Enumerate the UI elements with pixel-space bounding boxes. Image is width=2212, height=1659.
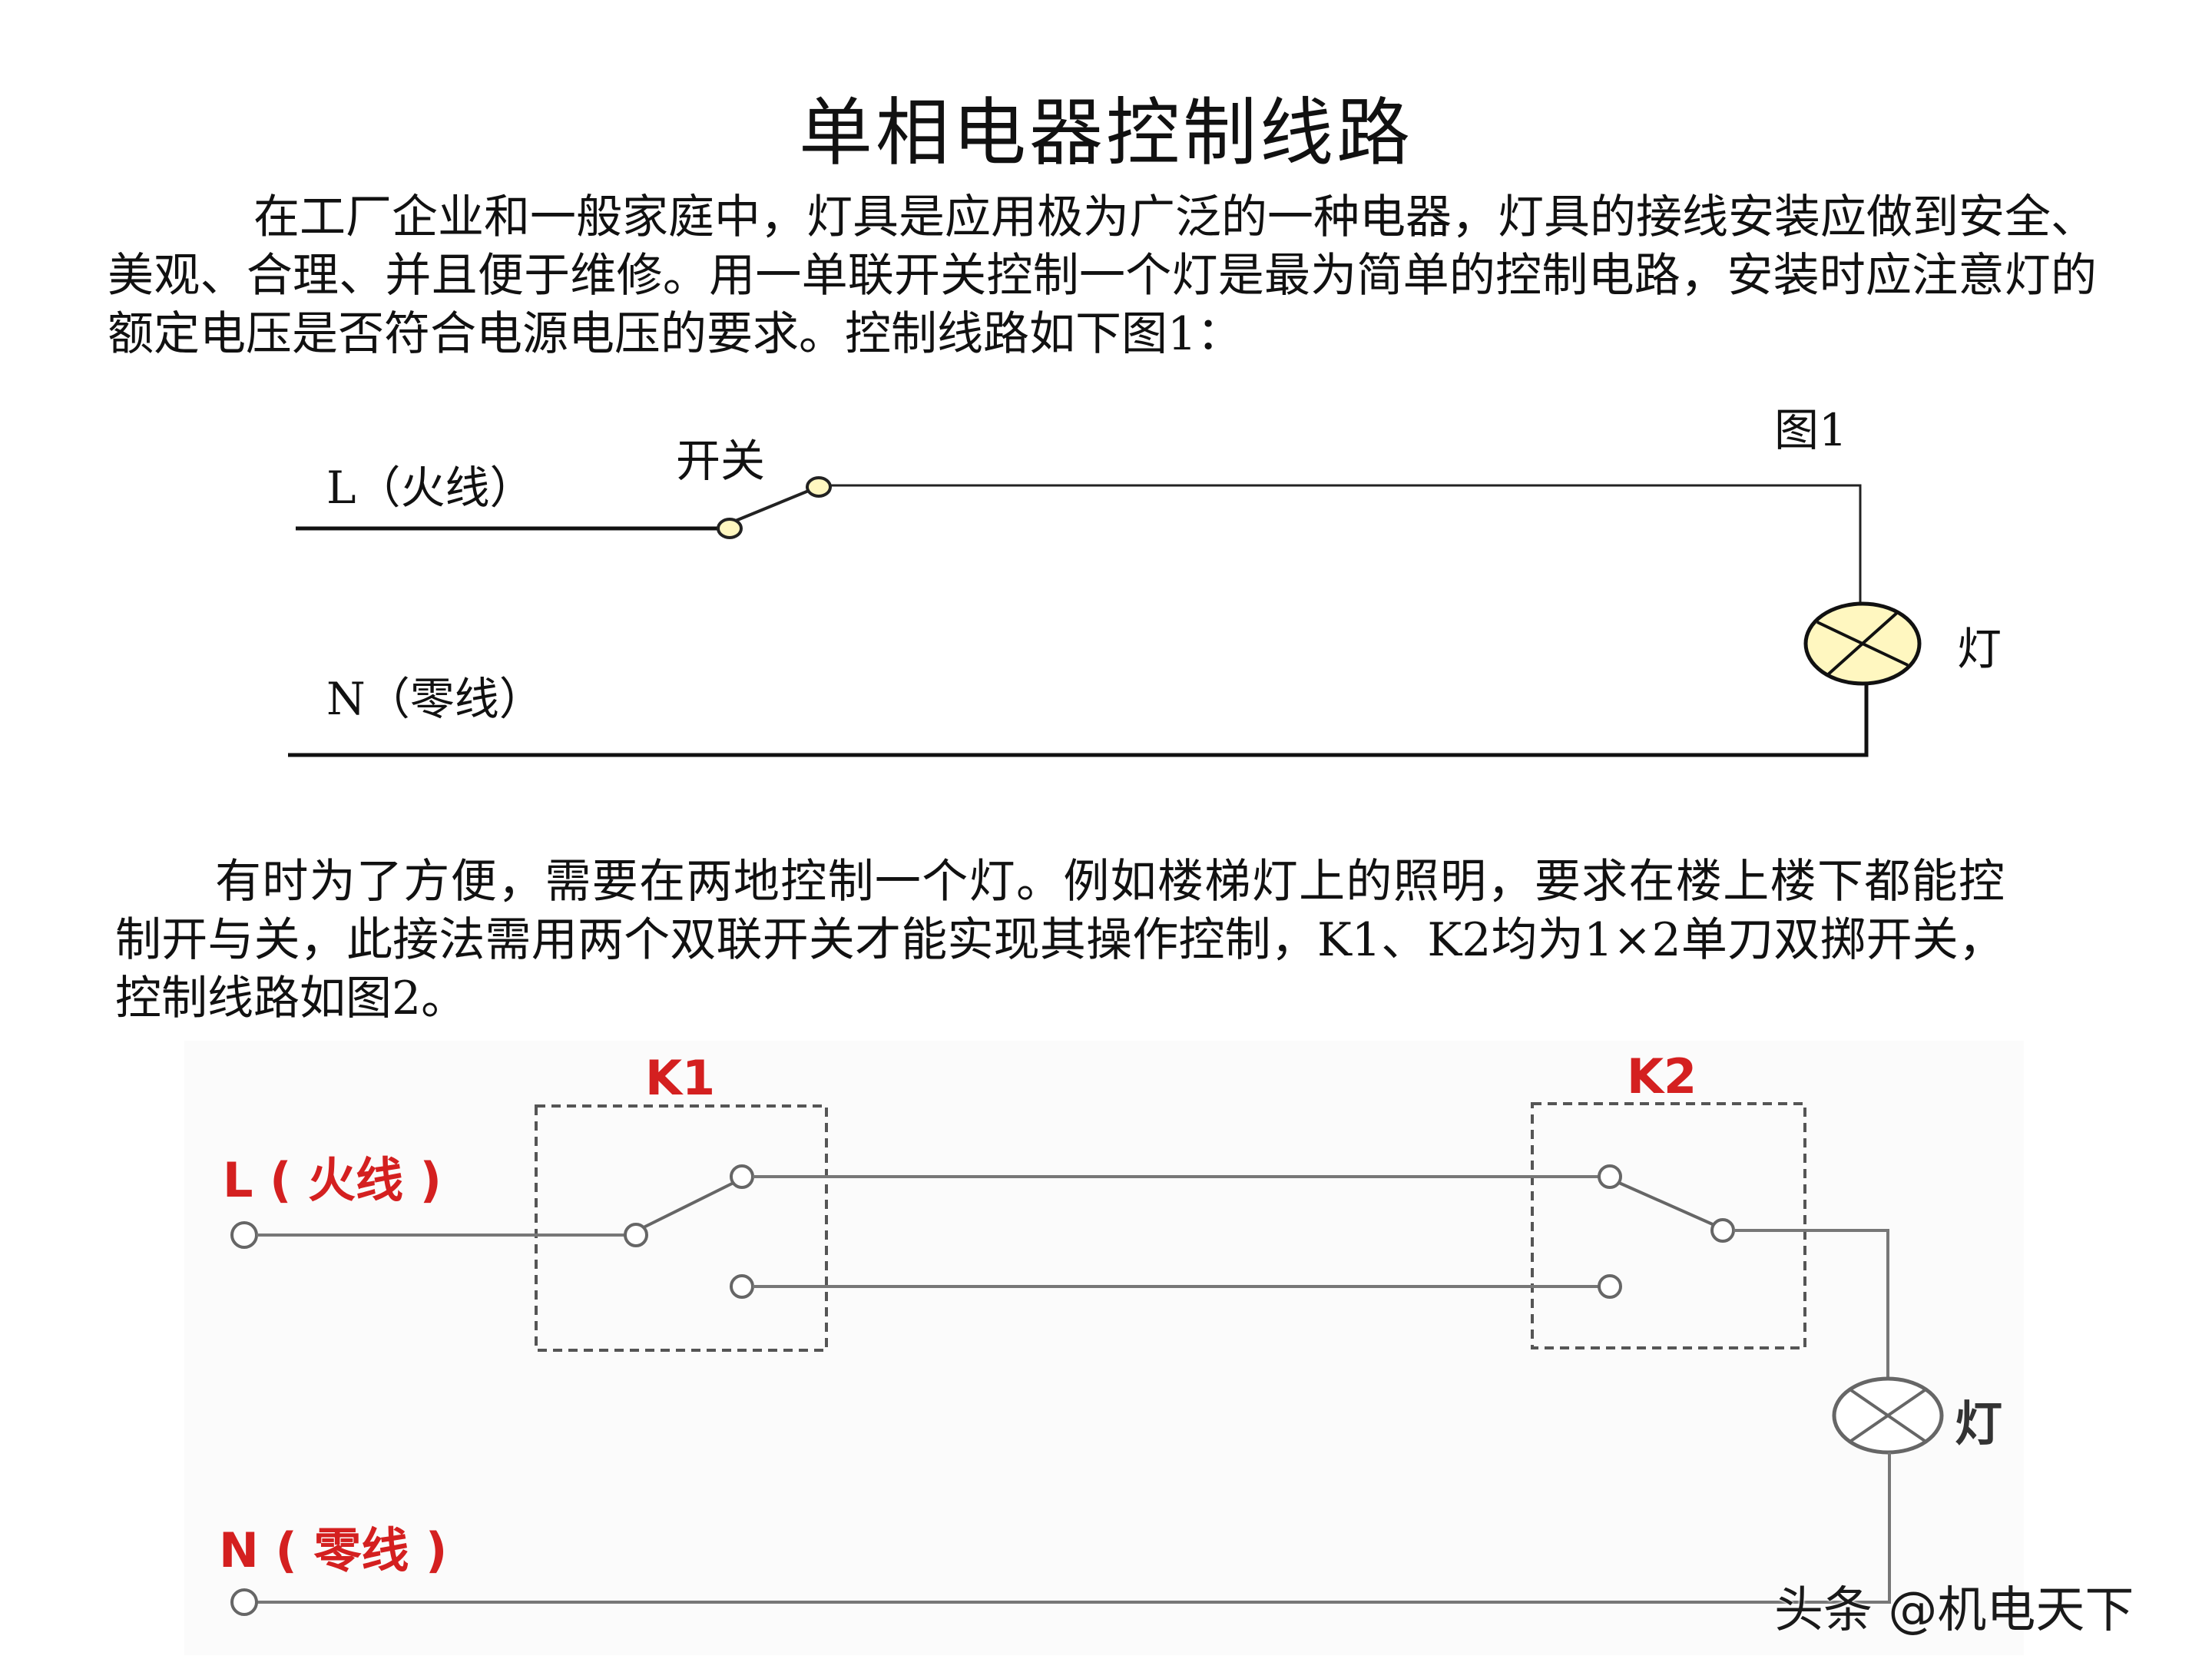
k1-label: K1 (645, 1050, 715, 1106)
two-way-paragraph: 有时为了方便，需要在两地控制一个灯。例如楼梯灯上的照明，要求在楼上楼下都能控制开… (115, 855, 2005, 1025)
page-title: 单相电器控制线路 (799, 90, 1413, 176)
intro-paragraph: 在工厂企业和一般家庭中，灯具是应用极为广泛的一种电器，灯具的接线安装应做到安全、… (108, 190, 2097, 361)
figure-1-lamp-icon (1803, 601, 1922, 686)
live-input-terminal (230, 1221, 258, 1249)
figure-1-switch (717, 476, 832, 539)
figure-2-live-label: L ( 火线 ) (223, 1152, 442, 1208)
k1-switch-box (535, 1104, 828, 1352)
figure-1-switch-label: 开关 (676, 435, 765, 487)
figure-1-neutral-wire (288, 684, 1869, 757)
figure-2-lamp-icon (1832, 1376, 1944, 1455)
figure-2-neutral-wire (257, 1452, 1891, 1604)
k2-switch (1598, 1164, 1735, 1299)
figure-1-switched-wire (830, 484, 1862, 607)
figure-1-live-label: L（火线） (326, 462, 535, 514)
k2-switch-box (1531, 1102, 1806, 1349)
figure-2-switched-wire (1734, 1229, 1889, 1379)
switch-terminal-1 (717, 518, 743, 539)
figure-1-lamp-label: 灯 (1957, 623, 2002, 675)
figure-2-neutral-label: N ( 零线 ) (219, 1522, 447, 1578)
neutral-input-terminal (230, 1588, 258, 1616)
figure-1-neutral-label: N（零线） (326, 673, 544, 725)
switch-terminal-2 (806, 476, 832, 498)
figure-2-lamp-label: 灯 (1955, 1396, 2002, 1452)
k2-label: K2 (1627, 1048, 1697, 1104)
watermark: 头条 @机电天下 (1774, 1582, 2134, 1639)
figure-1: 图1 L（火线） N（零线） 开关 灯 (288, 404, 2002, 757)
figure-2: K1 K2 L ( 火线 ) N ( 零线 ) 灯 (184, 1041, 2024, 1655)
figure-1-caption: 图1 (1774, 404, 1847, 456)
